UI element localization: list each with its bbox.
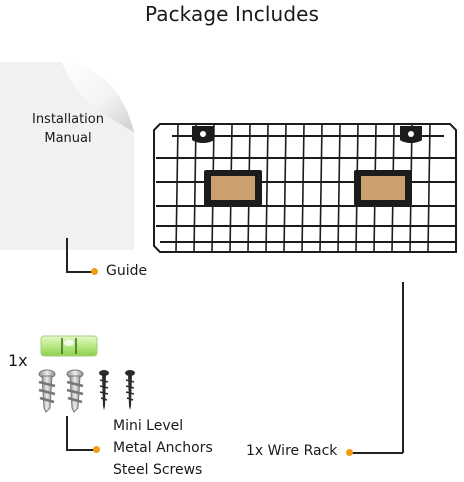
manual-text: Installation Manual (20, 110, 116, 148)
wire-rack-callout-line (402, 282, 404, 453)
steel-screw-2 (125, 370, 135, 410)
guide-dot (91, 268, 98, 275)
hardware-callout-line (66, 416, 68, 450)
guide-callout-line (66, 238, 68, 272)
steel-screws-label: Steel Screws (113, 462, 203, 478)
metal-anchors-label: Metal Anchors (113, 440, 213, 456)
page-title: Package Includes (144, 2, 320, 26)
wire-rack-image (153, 123, 457, 253)
metal-anchor-1 (38, 369, 56, 413)
hardware-callout-line-h (66, 449, 94, 451)
metal-anchor-2 (66, 369, 84, 413)
guide-label: Guide (106, 263, 148, 279)
steel-screw-1 (99, 370, 109, 410)
hardware-image (38, 369, 135, 413)
mini-level-image (40, 335, 98, 357)
manual-line-2: Manual (44, 131, 92, 146)
wire-rack-label: 1x Wire Rack (246, 443, 338, 459)
wire-rack-callout-line-h (352, 452, 403, 454)
hardware-dot (93, 446, 100, 453)
mini-level-label: Mini Level (113, 418, 184, 434)
page-curl-graphic (62, 62, 134, 132)
manual-line-1: Installation (31, 112, 104, 127)
guide-callout-line-h (66, 271, 92, 273)
wire-rack-dot (346, 449, 353, 456)
hardware-quantity: 1x (8, 351, 28, 370)
